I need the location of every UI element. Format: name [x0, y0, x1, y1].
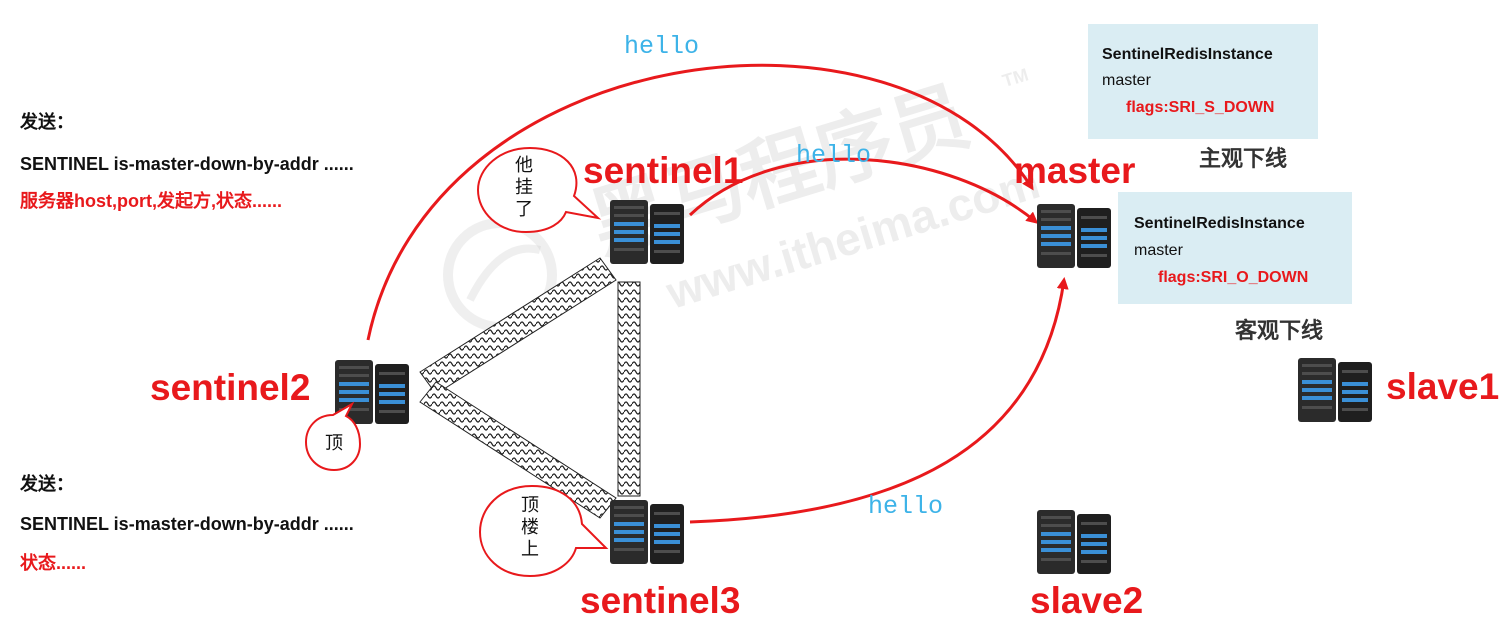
link-sentinel2-sentinel3 — [419, 381, 617, 519]
panel-o-down-flags: flags:SRI_O_DOWN — [1158, 269, 1309, 286]
panel-o-down: SentinelRedisInstance master flags:SRI_O… — [1118, 192, 1352, 304]
bubble-sentinel3-text: 顶楼上 — [521, 495, 539, 559]
send-bottom-title: 发送： — [20, 474, 74, 494]
arrow-sentinel1-to-master — [688, 157, 1039, 224]
bubble-sentinel1-text: 他挂了 — [515, 155, 533, 219]
node-label-slave2: slave2 — [1030, 580, 1144, 621]
bubble-sentinel1-shape — [476, 146, 602, 234]
link-sentinel2-sentinel1 — [419, 257, 617, 395]
panel-s-down-flags: flags:SRI_S_DOWN — [1126, 99, 1275, 116]
bubble-sentinel2-shape — [304, 401, 362, 472]
status-subjective-down: 主观下线 — [1199, 146, 1288, 171]
send-top-detail: 服务器host,port,发起方,状态...... — [20, 191, 282, 211]
node-label-sentinel1: sentinel1 — [583, 150, 744, 191]
send-top-command: SENTINEL is-master-down-by-addr ...... — [20, 154, 354, 174]
node-label-slave1: slave1 — [1386, 366, 1500, 407]
link-sentinel1-sentinel3 — [617, 281, 641, 497]
status-objective-down: 客观下线 — [1235, 318, 1324, 343]
send-bottom-detail: 状态...... — [20, 553, 87, 573]
node-label-sentinel2: sentinel2 — [150, 367, 311, 408]
hello-label-middle: hello — [796, 141, 872, 170]
panel-s-down-class: SentinelRedisInstance — [1102, 46, 1273, 63]
panel-s-down: SentinelRedisInstance master flags:SRI_S… — [1088, 24, 1318, 139]
bubble-sentinel3-shape — [478, 484, 609, 578]
hello-label-bottom: hello — [868, 492, 944, 521]
send-bottom-command: SENTINEL is-master-down-by-addr ...... — [20, 514, 354, 534]
panel-o-down-role: master — [1134, 242, 1183, 259]
hello-label-top: hello — [624, 32, 700, 61]
panel-s-down-role: master — [1102, 72, 1151, 89]
bubble-sentinel2-text: 顶 — [325, 433, 343, 453]
arrow-sentinel2-to-master — [366, 63, 1034, 341]
node-label-master: master — [1014, 150, 1136, 191]
node-label-sentinel3: sentinel3 — [580, 580, 741, 621]
send-top-title: 发送： — [20, 112, 74, 132]
panel-o-down-class: SentinelRedisInstance — [1134, 215, 1305, 232]
arrow-sentinel3-to-master — [689, 277, 1069, 524]
